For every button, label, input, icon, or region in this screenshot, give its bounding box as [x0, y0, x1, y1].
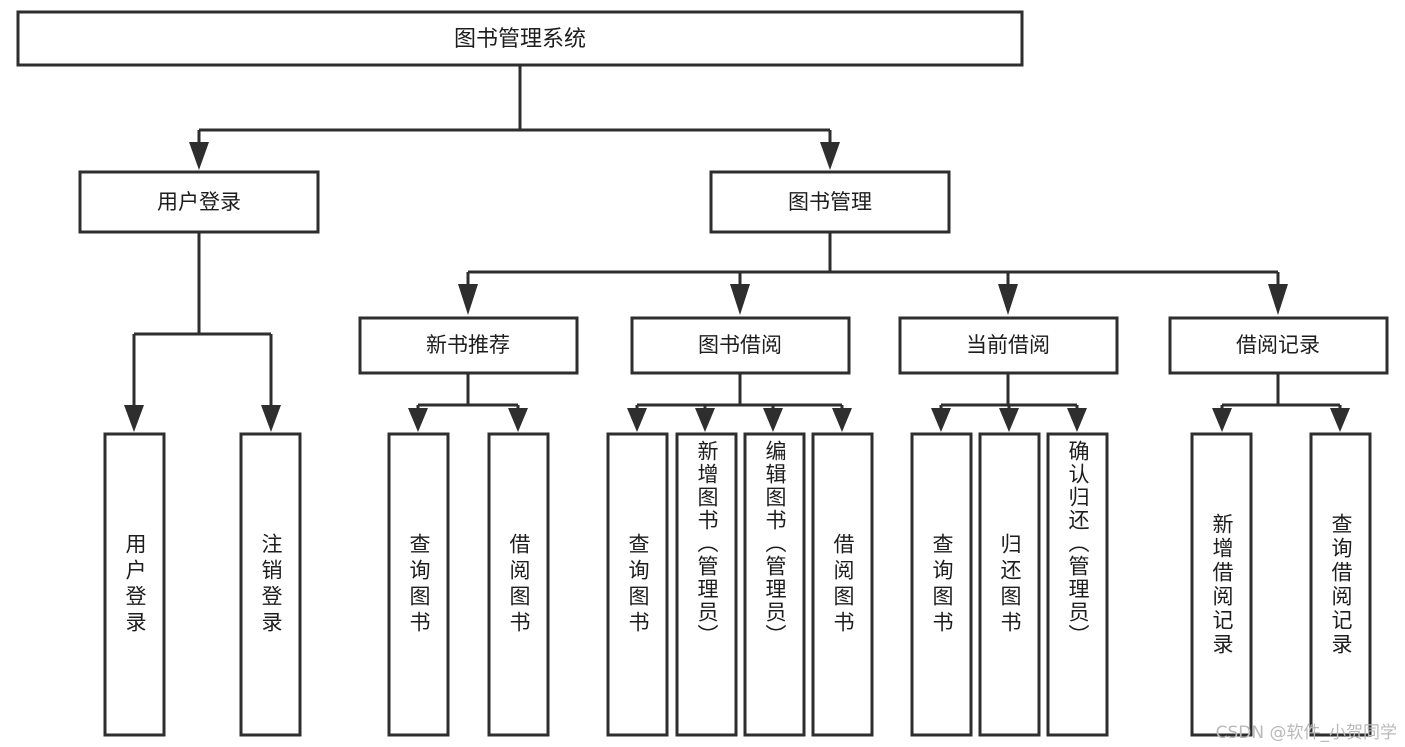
arrow-head-leaf3 [408, 408, 428, 432]
node-root-label: 图书管理系统 [454, 27, 586, 52]
node-root-box[interactable] [16, 10, 1024, 67]
arrow-head-records [1268, 284, 1288, 315]
arrow-head-leaf6 [695, 408, 715, 432]
arrow-head-leaf10 [999, 408, 1019, 432]
node-login-label: 用户登录 [157, 190, 241, 214]
node-current-box[interactable] [898, 316, 1119, 375]
node-leaf9-box[interactable] [910, 432, 973, 737]
node-leaf8-box[interactable] [811, 432, 874, 737]
arrow-head-leaf11 [1067, 408, 1087, 432]
connector-layer [124, 65, 1350, 432]
node-bookmgmt-label: 图书管理 [788, 190, 872, 214]
arrow-head-login [189, 142, 209, 170]
arrow-head-leaf13 [1330, 408, 1350, 432]
node-leaf6-box[interactable] [675, 432, 738, 737]
node-leaf4-box[interactable] [487, 432, 550, 737]
node-current[interactable]: 当前借阅 [898, 316, 1119, 375]
arrow-head-newbook [458, 284, 478, 315]
node-borrow-box[interactable] [630, 316, 851, 375]
node-leaf10-box[interactable] [978, 432, 1041, 737]
arrow-head-leaf1 [124, 405, 144, 432]
arrow-head-leaf9 [931, 408, 951, 432]
node-root[interactable]: 图书管理系统 [16, 10, 1024, 67]
arrow-head-leaf4 [508, 408, 528, 432]
node-newbook-box[interactable] [358, 316, 579, 375]
node-leaf3-box[interactable] [387, 432, 450, 737]
node-current-label: 当前借阅 [966, 333, 1050, 357]
node-records-box[interactable] [1168, 316, 1389, 375]
node-leaf5-box[interactable] [606, 432, 669, 737]
arrow-head-bookmgmt [820, 142, 840, 170]
node-leaf12-box[interactable] [1190, 432, 1253, 737]
node-login[interactable]: 用户登录 [78, 170, 320, 234]
node-bookmgmt-box[interactable] [709, 170, 951, 234]
node-bookmgmt[interactable]: 图书管理 [709, 170, 951, 234]
node-leaf7-box[interactable] [743, 432, 806, 737]
arrow-head-leaf8 [832, 408, 852, 432]
node-borrow-label: 图书借阅 [698, 333, 782, 357]
arrow-head-leaf5 [627, 408, 647, 432]
node-login-box[interactable] [78, 170, 320, 234]
node-leaf1-box[interactable] [103, 432, 166, 737]
node-records[interactable]: 借阅记录 [1168, 316, 1389, 375]
arrow-head-leaf7 [763, 408, 783, 432]
arrow-head-current [998, 284, 1018, 315]
watermark: CSDN @软件_小贺同学 [1215, 723, 1397, 743]
node-leaf11-box[interactable] [1046, 432, 1109, 737]
node-records-label: 借阅记录 [1236, 333, 1320, 357]
arrow-head-borrow [730, 284, 750, 315]
arrow-head-leaf12 [1212, 408, 1232, 432]
node-leaf2-box[interactable] [239, 432, 302, 737]
node-borrow[interactable]: 图书借阅 [630, 316, 851, 375]
node-leaf13-box[interactable] [1309, 432, 1372, 737]
arrow-head-leaf2 [261, 405, 281, 432]
node-newbook[interactable]: 新书推荐 [358, 316, 579, 375]
node-newbook-label: 新书推荐 [426, 333, 510, 357]
